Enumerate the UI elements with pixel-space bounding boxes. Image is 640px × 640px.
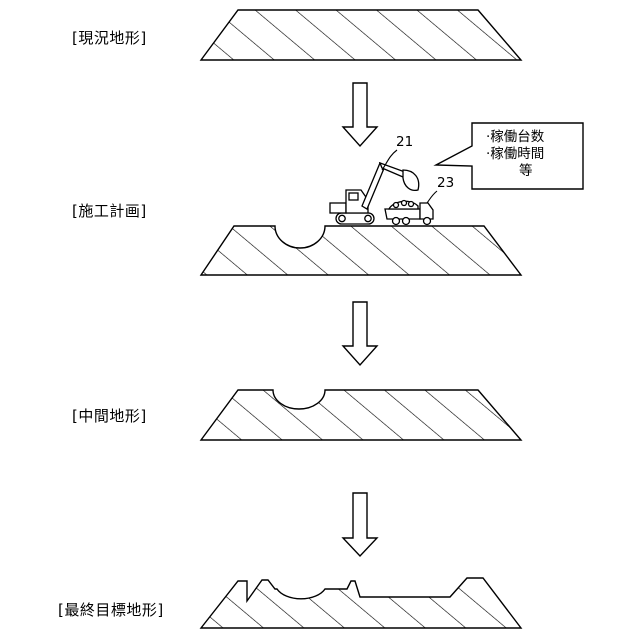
stage-label-final-target-terrain: [最終目標地形] (58, 599, 164, 620)
dump-truck-icon (385, 201, 433, 225)
current-terrain-section (201, 10, 521, 60)
down-arrow-icon (343, 302, 377, 365)
stage-label-construction-plan: [施工計画] (72, 200, 147, 221)
final-target-terrain-section (201, 578, 521, 628)
dump-truck-leader-line (427, 191, 437, 203)
stage-label-intermediate-terrain: [中間地形] (72, 405, 147, 426)
intermediate-terrain-section (201, 390, 521, 440)
callout-line-operating-time: ·稼働時間 (486, 146, 544, 163)
down-arrow-icon (343, 83, 377, 146)
dump-truck-reference-numeral: 23 (437, 175, 454, 191)
callout-line-operating-count: ·稼働台数 (486, 129, 544, 146)
excavator-reference-numeral: 21 (396, 134, 413, 150)
callout-line-etc: 等 (519, 163, 533, 180)
down-arrow-icon (343, 493, 377, 556)
stage-label-current-terrain: [現況地形] (72, 27, 147, 48)
construction-plan-section (201, 226, 521, 275)
